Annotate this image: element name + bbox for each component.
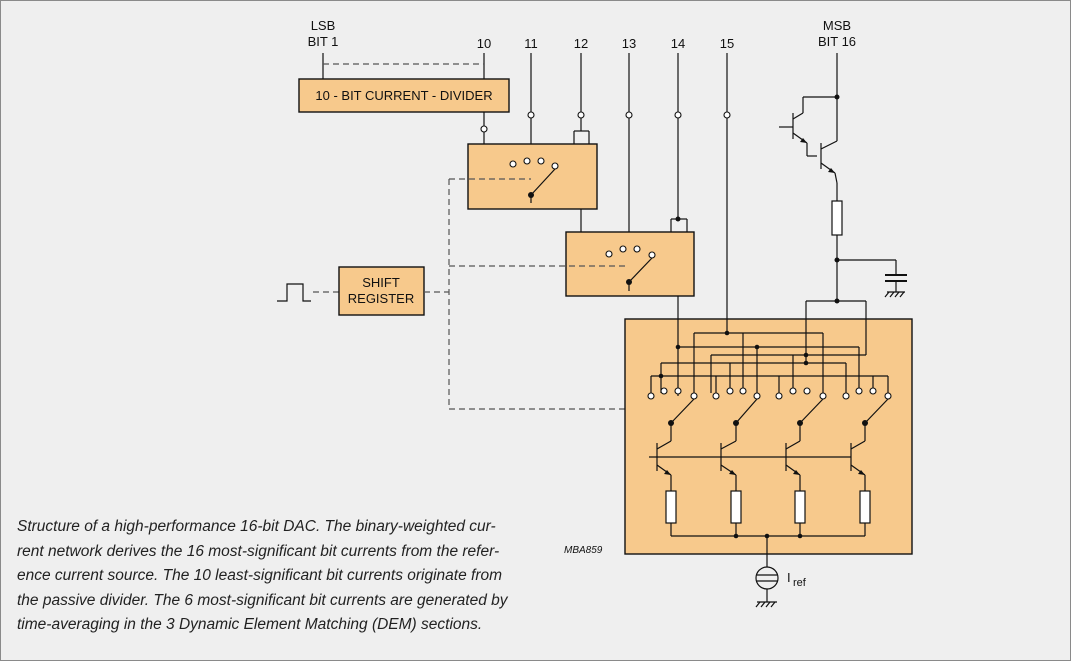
current-divider-block: 10 - BIT CURRENT - DIVIDER: [298, 78, 510, 113]
msb-label: MSB: [823, 18, 851, 33]
divider-label: 10 - BIT CURRENT - DIVIDER: [315, 88, 492, 103]
iref-label: I: [787, 570, 791, 585]
caption-line: the passive divider. The 6 most-signific…: [17, 591, 508, 609]
bit-12-label: 12: [574, 36, 588, 51]
bit-14-label: 14: [671, 36, 685, 51]
iref-subscript: ref: [793, 577, 807, 589]
bit-11-label: 11: [524, 36, 538, 51]
figure-caption: Structure of a high-performance 16-bit D…: [17, 515, 537, 638]
lsb-label: LSB: [311, 18, 336, 33]
shift-register-block: SHIFT REGISTER: [277, 178, 883, 410]
bit-lines: [322, 53, 728, 112]
caption-line: Structure of a high-performance 16-bit D…: [17, 518, 496, 535]
shift-register-label-2: REGISTER: [348, 291, 414, 306]
dem-section-2: [565, 111, 695, 319]
bit-15-label: 15: [720, 36, 734, 51]
lsb-bit-label: BIT 1: [308, 34, 339, 49]
shift-register-label-1: SHIFT: [362, 275, 400, 290]
figure-code: MBA859: [564, 545, 603, 556]
reference-current-source: I ref: [755, 536, 807, 608]
caption-line: ence current source. The 10 least-signif…: [17, 567, 503, 584]
caption-line: rent network derives the 16 most-signifi…: [17, 542, 500, 560]
msb-current-source: [779, 53, 907, 319]
dem-array-block: [624, 318, 913, 555]
bit-10-label: 10: [477, 36, 491, 51]
msb-bit-label: BIT 16: [818, 34, 856, 49]
dem-section-1: [467, 111, 598, 232]
bit-13-label: 13: [622, 36, 636, 51]
caption-line: time-averaging in the 3 Dynamic Element …: [17, 616, 483, 633]
